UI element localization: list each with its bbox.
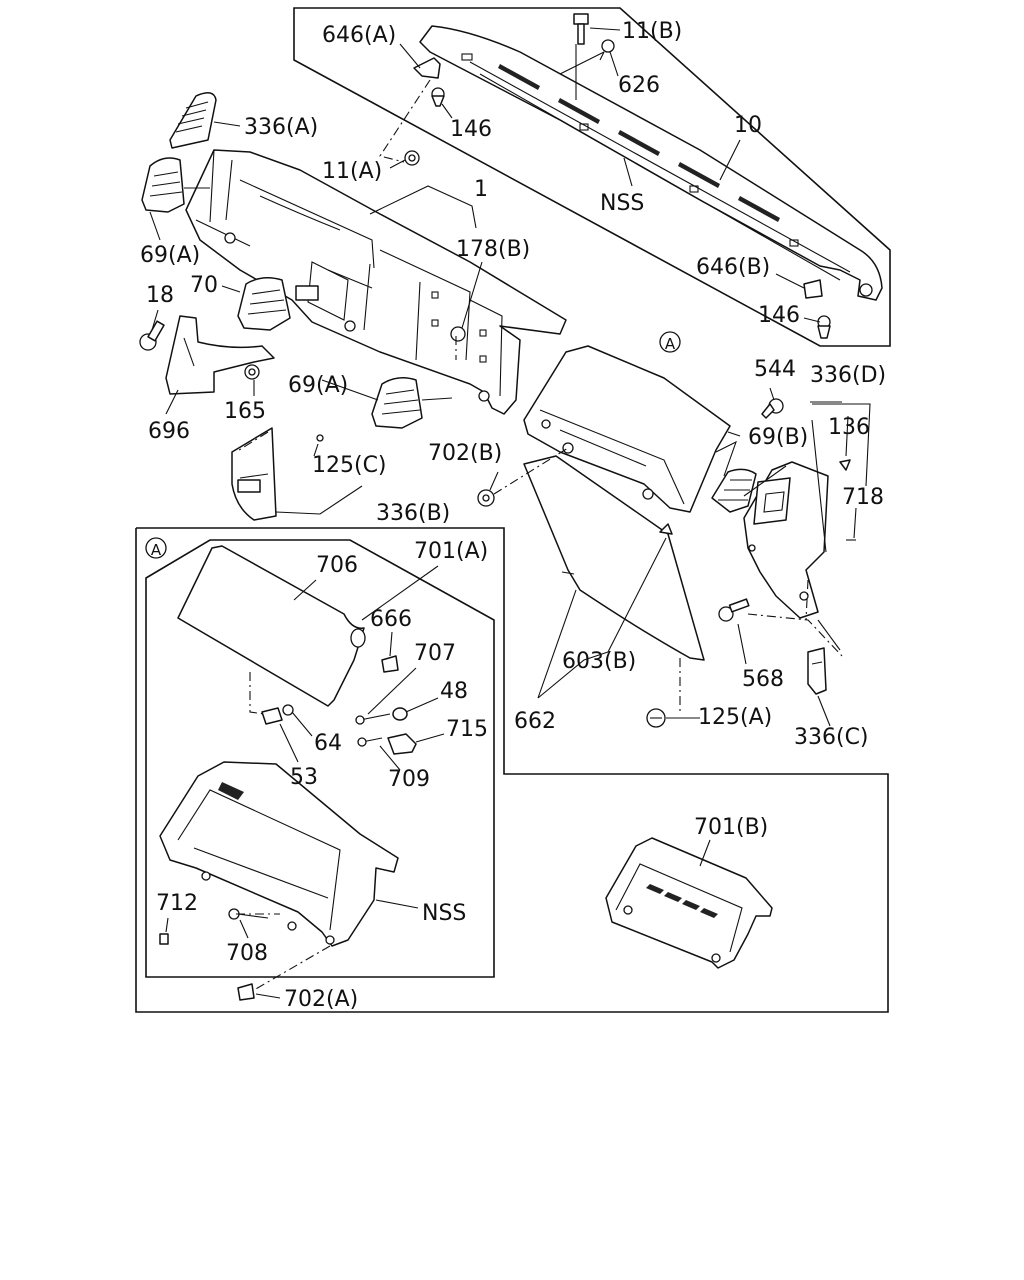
label-11a: 11(A) [322,159,382,184]
label-48: 48 [440,679,468,704]
vent-69a-center [371,377,423,429]
label-701b: 701(B) [694,815,768,840]
label-702a: 702(A) [284,987,358,1012]
instrument-panel-1 [185,149,567,415]
label-146-top: 146 [450,117,492,142]
clip-646a [413,57,441,79]
main-section-frame [135,527,889,1013]
label-702b: 702(B) [428,441,502,466]
nut-165 [244,364,260,380]
label-696: 696 [148,419,190,444]
label-178b: 178(B) [456,237,530,262]
label-69a-left: 69(A) [140,243,200,268]
label-circle-a-top: A [665,335,676,353]
label-69a-center: 69(A) [288,373,348,398]
bolt-18 [139,320,165,351]
label-336c: 336(C) [794,725,869,750]
bolt-544 [761,398,784,419]
bolt-568 [718,598,750,622]
bumper-48 [392,707,408,721]
label-125c: 125(C) [312,453,387,478]
screw-136 [839,459,851,471]
label-1: 1 [474,177,488,202]
label-568: 568 [742,667,784,692]
screw-708 [228,908,269,920]
defroster-panel-10 [419,25,883,301]
door-panel-706 [177,545,366,707]
label-336a: 336(A) [244,115,318,140]
label-709: 709 [388,767,430,792]
label-53: 53 [290,765,318,790]
screw-709 [357,737,383,747]
screw-712 [159,933,169,945]
clip-603b [659,523,673,535]
bracket-696 [165,315,275,395]
label-708: 708 [226,941,268,966]
label-11b: 11(B) [622,19,682,44]
label-125a: 125(A) [698,705,772,730]
label-18: 18 [146,283,174,308]
clip-702a [237,983,255,1001]
glove-box-nss [159,761,399,947]
detail-a-frame [145,539,495,978]
clip-125a [646,708,666,728]
glove-box-door [523,345,737,513]
label-646b: 646(B) [696,255,770,280]
label-336b: 336(B) [376,501,450,526]
lower-cover-662 [523,455,705,661]
bolt-11b [573,13,589,45]
label-70: 70 [190,273,218,298]
label-nss-bottom: NSS [422,901,466,926]
nut-11a [404,150,420,166]
label-707: 707 [414,641,456,666]
label-701a: 701(A) [414,539,488,564]
label-146-right: 146 [758,303,800,328]
clip-178b [450,326,466,342]
bracket-336c [807,647,827,695]
label-nss-top: NSS [600,191,644,216]
clip-626 [599,39,615,61]
detail-a-marker-box: A [145,537,167,559]
latch-715 [387,733,417,755]
screw-64 [282,704,294,716]
label-165: 165 [224,399,266,424]
leader-lines [149,27,871,999]
label-715: 715 [446,717,488,742]
label-666: 666 [370,607,412,632]
vent-grille-336a [169,92,217,149]
detail-a-marker-top: A [659,331,681,353]
assembly-lines [235,79,843,991]
label-712: 712 [156,891,198,916]
label-64: 64 [314,731,342,756]
label-69b: 69(B) [748,425,808,450]
nut-702b [477,489,495,507]
label-626: 626 [618,73,660,98]
vent-69b [711,468,757,513]
label-circle-a-box: A [151,541,162,559]
label-136: 136 [828,415,870,440]
vent-69a-left [141,157,185,213]
label-603b: 603(B) [562,649,636,674]
glove-box-701b [605,837,773,969]
hinge-53 [261,707,283,725]
clip-666 [381,655,399,673]
label-662: 662 [514,709,556,734]
clip-146-top [431,87,445,107]
vent-70 [237,277,291,331]
side-trim-336d [743,461,829,619]
label-336d: 336(D) [810,363,886,388]
label-544: 544 [754,357,796,382]
clip-646b [803,279,823,299]
cover-336b [231,427,324,521]
clip-146-right [817,315,831,339]
bolt-707 [355,713,391,725]
top-panel-frame [293,7,891,347]
label-718: 718 [842,485,884,510]
label-646a: 646(A) [322,23,396,48]
label-706: 706 [316,553,358,578]
label-10: 10 [734,113,762,138]
